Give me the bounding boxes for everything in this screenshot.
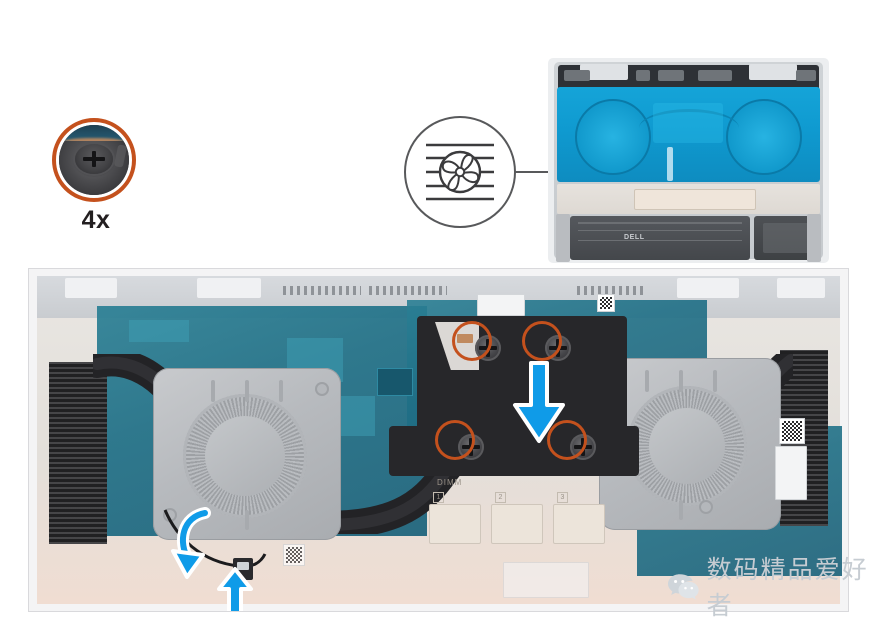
watermark-text: 数码精品爱好者 bbox=[706, 555, 869, 620]
screw-ring-bottom-left bbox=[435, 420, 475, 460]
screw-count-label: 4x bbox=[81, 206, 111, 234]
fan-icon-callout bbox=[404, 116, 516, 228]
qr-code-label bbox=[779, 418, 805, 444]
heatsink-bracket-lower bbox=[389, 426, 639, 476]
thumbnail-fan-left bbox=[575, 99, 651, 175]
fan-connector-arrow bbox=[217, 567, 253, 611]
screw-ring-top-left bbox=[452, 321, 492, 361]
barcode-label bbox=[775, 446, 807, 500]
wechat-logo-icon bbox=[668, 574, 699, 600]
hinge-left bbox=[580, 64, 628, 80]
fan-vent-icon bbox=[426, 143, 494, 201]
battery-brand-label: DELL bbox=[624, 234, 645, 241]
system-board-photo: DIMM 1 2 3 bbox=[37, 276, 842, 604]
silkscreen-step-2: 2 bbox=[495, 492, 506, 503]
watermark: 数码精品爱好者 bbox=[668, 555, 877, 620]
thumbnail-fan-right bbox=[726, 99, 802, 175]
dimm-silkscreen-label: DIMM bbox=[437, 478, 463, 487]
heatsink-fins-left bbox=[49, 362, 107, 544]
highlighted-fan-heatsink-region bbox=[557, 87, 820, 182]
hinge-right bbox=[749, 64, 797, 80]
battery-main bbox=[570, 216, 750, 260]
screw-callout: 4x bbox=[52, 118, 144, 238]
screw-ring-bottom-right bbox=[547, 420, 587, 460]
leader-line-horizontal bbox=[515, 171, 573, 173]
laptop-overview-thumbnail: DELL bbox=[548, 58, 829, 263]
silkscreen-step-1: 1 bbox=[433, 492, 444, 503]
screw-highlight-ring bbox=[52, 118, 136, 202]
memory-slot-area bbox=[634, 189, 756, 210]
silkscreen-step-3: 3 bbox=[557, 492, 568, 503]
screw-ring-top-right bbox=[522, 321, 562, 361]
main-installation-figure: DIMM 1 2 3 bbox=[28, 268, 849, 612]
fan-cable-route-arrow bbox=[171, 507, 211, 579]
fan-left bbox=[153, 368, 341, 540]
heatsink-install-arrow bbox=[513, 361, 565, 443]
